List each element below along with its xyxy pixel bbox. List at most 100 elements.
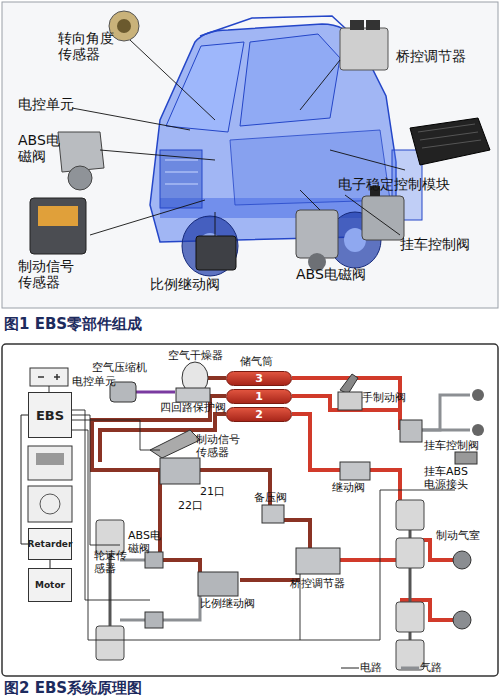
compressor-pipe [135, 391, 175, 394]
ecu-box: Motor [28, 568, 72, 602]
part-label: 桥控调节器 [290, 578, 345, 591]
part-label: 空气干燥器 [168, 350, 223, 363]
electric-wire [72, 430, 300, 640]
leader-line [72, 108, 190, 130]
electric-wire [72, 410, 150, 600]
part-label: 电控单元 [18, 96, 74, 112]
truck-illustration [165, 160, 198, 161]
component-pictures [117, 19, 131, 33]
air-pipe-dark [92, 396, 226, 470]
axle-wheel [453, 551, 471, 569]
axle-wheel [96, 500, 471, 670]
component-pictures [196, 236, 236, 270]
node-text: Motor [35, 580, 65, 590]
component-symbol [400, 420, 422, 442]
part-label: 挂车ABS电源接头 [424, 466, 474, 491]
legend-line-sample [400, 663, 420, 673]
component-symbol [160, 458, 200, 484]
truck-illustration [150, 16, 422, 276]
ecu-module-box [36, 453, 64, 465]
battery-symbol [38, 376, 44, 378]
air-pipe-gray [120, 395, 470, 620]
component-symbol [472, 424, 484, 436]
air-tank: 1 [226, 389, 292, 404]
component-symbol [145, 612, 163, 628]
part-label: 备压阀 [254, 492, 287, 505]
figure-caption: 图2 EBS系统原理图 [4, 680, 142, 697]
component-symbol [110, 362, 484, 628]
axle-wheel [453, 611, 471, 629]
part-label: ABS电磁阀 [128, 530, 166, 555]
part-label: 四回路保护阀 [160, 402, 226, 415]
component-symbol [340, 462, 370, 480]
ecu-module-box [28, 446, 72, 480]
compressor-pipe [135, 391, 175, 394]
component-symbol [472, 389, 484, 401]
part-label: 制动信号传感器 [18, 258, 78, 290]
legend-line-sample [401, 666, 419, 669]
node-text: 2 [255, 408, 263, 421]
panel-frame [2, 2, 498, 308]
node-text: EBS [36, 408, 64, 423]
component-pictures [296, 210, 338, 258]
wire-connector [50, 560, 51, 568]
leader-line [300, 60, 340, 110]
axle-wheel [396, 640, 424, 670]
battery-symbol [30, 368, 68, 386]
part-label: ABS电磁阀 [18, 132, 64, 164]
axle-wheel [396, 538, 424, 568]
node-text: 1 [255, 390, 263, 403]
part-label: 制动气室 [436, 530, 480, 543]
component-pictures [418, 124, 481, 148]
part-label: 继动阀 [332, 482, 365, 495]
air-pipe-red [340, 558, 400, 562]
component-pictures [30, 198, 86, 254]
axle-wheel [96, 520, 124, 554]
component-symbol [338, 392, 362, 410]
ecu-box: EBS [28, 392, 72, 438]
ecu-module-box [28, 486, 72, 522]
component-pictures [350, 20, 364, 30]
legend-text: 气路 [420, 660, 442, 675]
leader-line [90, 200, 205, 235]
air-pipe-gray [420, 395, 470, 430]
ecu-module-box [40, 494, 60, 514]
electric-wire [72, 420, 160, 450]
truck-illustration [165, 184, 198, 185]
axle-wheel [396, 500, 424, 530]
legend-text: 电路 [360, 660, 382, 675]
part-label: 轮速传感器 [94, 550, 130, 575]
component-pictures [410, 118, 490, 165]
part-label: ABS电磁阀 [296, 266, 366, 282]
component-pictures [38, 206, 78, 226]
truck-illustration [182, 216, 238, 276]
part-label: 空气压缩机 [92, 362, 147, 375]
part-label: 比例继动阀 [150, 276, 220, 292]
air-pipe-dark [92, 378, 310, 580]
part-label: 桥控调节器 [396, 48, 466, 64]
component-pictures [68, 166, 92, 190]
air-pipe-dark [200, 470, 310, 555]
figure-caption: 图1 EBS零部件组成 [4, 316, 142, 333]
truck-illustration [200, 16, 358, 40]
component-symbol [262, 505, 284, 523]
leader-line [300, 190, 320, 210]
leader-line [100, 150, 215, 160]
component-symbol [150, 430, 200, 458]
component-symbol [176, 388, 210, 402]
node-text: 3 [255, 372, 263, 385]
component-pictures [30, 11, 490, 271]
truck-illustration [150, 24, 396, 242]
axle-wheel [396, 602, 424, 632]
leader-line [130, 40, 215, 120]
air-tank: 3 [226, 371, 292, 386]
leader-line [345, 195, 400, 235]
air-pipe-dark [160, 470, 200, 580]
legend-item: 气路 [400, 660, 442, 675]
part-label: 电子稳定控制模块 [338, 176, 450, 192]
electric-wire [300, 490, 455, 640]
part-label: 手制动阀 [362, 392, 406, 405]
truck-illustration [240, 34, 340, 126]
